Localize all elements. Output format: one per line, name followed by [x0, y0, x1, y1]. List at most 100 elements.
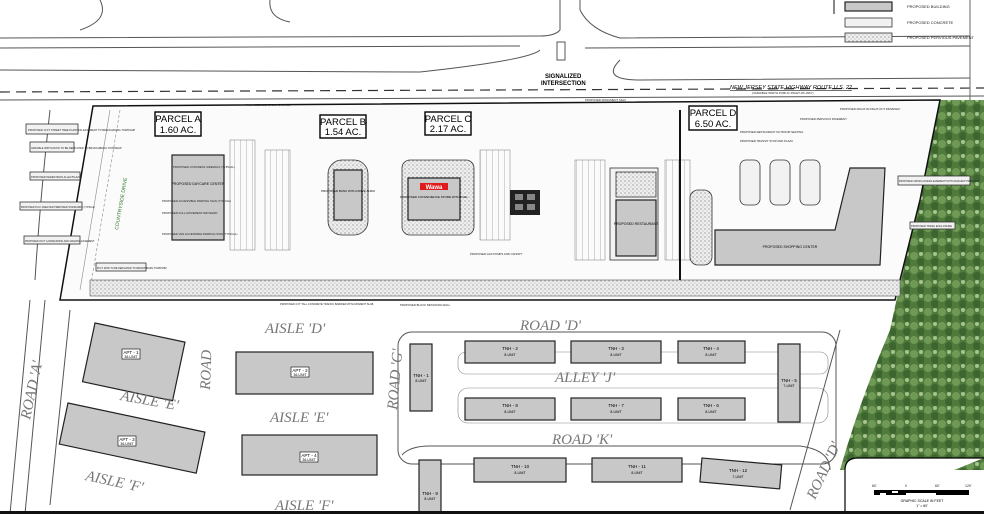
- apartment-apt-1: APT - 1 36-UNIT: [81, 322, 186, 402]
- scale-ratio: 1" = 60': [916, 504, 928, 508]
- label: TNH - 5: [781, 378, 797, 383]
- label: TNH - 1: [413, 373, 429, 378]
- callout-transit-stop: PROPOSED TRANSIT STOP AND PLAZA: [740, 139, 793, 143]
- legend-label-concrete: PROPOSED CONCRETE: [907, 20, 954, 25]
- callout-bioretention: PROPOSED BIORETENTION AREA: [245, 103, 291, 107]
- parcel-b-building: PROPOSED BANK WITH DRIVE-THRU: [321, 159, 375, 236]
- label: 8-UNIT: [705, 410, 717, 414]
- label: PROPOSED CONVENIENCE STORE WITH FUEL: [400, 195, 468, 199]
- label: 36-UNIT: [293, 373, 307, 377]
- wawa-building: Wawa PROPOSED CONVENIENCE STORE WITH FUE…: [400, 159, 475, 236]
- parcel-c-label: PARCEL C 2.17 AC.: [424, 111, 472, 136]
- townhouse-tnh-10: TNH - 108-UNIT: [473, 457, 567, 483]
- label: 8-UNIT: [504, 353, 516, 357]
- legend: PROPOSED BUILDING PROPOSED CONCRETE PROP…: [833, 0, 974, 43]
- signalized-intersection-label: SIGNALIZED: [545, 74, 582, 80]
- label: Wawa: [426, 185, 443, 191]
- legend-swatch-building: [844, 1, 893, 12]
- parcel-b-name: PARCEL B: [320, 117, 366, 128]
- road-g-label: ROAD 'G': [385, 347, 406, 411]
- callout-sidewalk: PROPOSED CONCRETE SIDEWALK (TYPICAL): [173, 165, 235, 169]
- aisle-f-label-1: AISLE 'F': [83, 468, 145, 496]
- signalized-intersection-label-2: INTERSECTION: [541, 81, 586, 87]
- label: PROPOSED DAYCARE CENTER: [172, 182, 225, 186]
- callout-traffic-barrier: PROPOSED 4 FT TALL CONCRETE TRAFFIC BARR…: [280, 302, 374, 306]
- route-22-label: NEW JERSEY STATE HIGHWAY ROUTE U.S. 22: [730, 85, 852, 91]
- callout-street-tree: PROPOSED 10 FT STREET TREE PLANTING EASE…: [28, 128, 136, 132]
- townhouse-tnh-4: TNH - 4 8-UNIT: [677, 340, 746, 364]
- wooded-area: [840, 100, 984, 470]
- label: 8-UNIT: [424, 497, 436, 501]
- restaurant-building: PROPOSED RESTAURANT: [609, 167, 659, 261]
- townhouse-tnh-7: TNH - 78-UNIT: [570, 397, 662, 421]
- townhouse-tnh-6: TNH - 68-UNIT: [677, 397, 746, 421]
- legend-swatch-pervious: [844, 32, 893, 43]
- apartment-apt-4: APT - 4 36-UNIT: [241, 434, 378, 476]
- callout-retaining-wall: PROPOSED BLOCK RETAINING WALL: [400, 303, 451, 307]
- townhouse-tnh-5: TNH - 57-UNIT: [777, 343, 801, 423]
- parcel-a-area: 1.60 AC.: [160, 125, 196, 136]
- label: 7-UNIT: [732, 475, 744, 479]
- scale-tick-60-left: 60': [872, 484, 877, 488]
- callout-pervious: PROPOSED PERVIOUS PAVEMENT: [800, 117, 847, 121]
- label: PROPOSED RESTAURANT: [614, 222, 659, 226]
- label: 36-UNIT: [120, 442, 134, 446]
- scale-title: GRAPHIC SCALE IN FEET: [901, 499, 945, 503]
- legend-label-building: PROPOSED BUILDING: [907, 4, 950, 9]
- label: 8-UNIT: [415, 379, 427, 383]
- townhouse-tnh-8: TNH - 88-UNIT: [464, 397, 556, 421]
- label: 8-UNIT: [631, 471, 643, 475]
- label: 8-UNIT: [705, 353, 717, 357]
- scale-tick-120: 120': [965, 484, 972, 488]
- label: TNH - 12: [729, 468, 748, 473]
- wawa-logo: [420, 183, 448, 190]
- label: 36-UNIT: [124, 355, 138, 359]
- townhouses: TNH - 18-UNIT TNH - 28-UNIT TNH - 38-UNI…: [409, 340, 801, 514]
- label: 7-UNIT: [783, 384, 795, 388]
- label: 8-UNIT: [610, 353, 622, 357]
- label: APT - 1: [123, 350, 139, 355]
- townhouse-tnh-2: TNH - 28-UNIT: [464, 340, 556, 364]
- road-k-label: ROAD 'K': [551, 432, 613, 448]
- label: TNH - 10: [511, 464, 530, 469]
- label: TNH - 9: [422, 491, 438, 496]
- graphic-scale: 60' 0 60' 120' GRAPHIC SCALE IN FEET 1" …: [844, 457, 984, 514]
- parcel-b-area: 1.54 AC.: [325, 127, 361, 138]
- parcel-c-area: 2.17 AC.: [430, 124, 466, 135]
- label: PROPOSED SHOPPING CENTER: [763, 245, 818, 249]
- label: 8-UNIT: [610, 410, 622, 414]
- legend-swatch-concrete: [844, 17, 893, 28]
- callout-60ft-row: 60 FT ROW TO BE DEDICATED TO BRANCHBURG …: [97, 267, 167, 270]
- callout-row-dedicated: VARIABLE WIDTH ROW TO BE DEDICATED TO BR…: [31, 146, 122, 150]
- label: APT - 3: [119, 437, 135, 442]
- townhouse-tnh-12: TNH - 12 7-UNIT: [699, 457, 783, 490]
- parcel-d-area: 6.50 AC.: [695, 119, 731, 130]
- label: APT - 4: [301, 453, 317, 458]
- townhouse-tnh-3: TNH - 38-UNIT: [570, 340, 662, 364]
- road-d-label: ROAD 'D': [519, 318, 582, 334]
- parcel-d-name: PARCEL D: [690, 108, 737, 119]
- daycare-building: PROPOSED DAYCARE CENTER: [171, 154, 225, 241]
- legend-label-pervious: PROPOSED PERVIOUS PAVEMENT: [907, 35, 974, 40]
- callout-trash: PROPOSED TRASH ENCLOSURE: [911, 224, 952, 228]
- aisle-f-label-2: AISLE 'F': [274, 498, 334, 514]
- apartment-apt-2: APT - 2 36-UNIT: [235, 351, 374, 395]
- scale-tick-60: 60': [935, 484, 940, 488]
- highway: SIGNALIZED INTERSECTION NEW JERSEY STATE…: [0, 0, 984, 110]
- callouts: PROPOSED 10 FT STREET TREE PLANTING EASE…: [19, 98, 980, 307]
- callout-outdoor-seating: PROPOSED RESTAURANT OUTDOOR SEATING: [740, 130, 803, 134]
- parcel-a-label: PARCEL A 1.60 AC.: [154, 111, 202, 137]
- aisle-e-label-2: AISLE 'E': [269, 410, 329, 426]
- callout-gas-pumps: PROPOSED GAS PUMPS AND CANOPY: [470, 252, 523, 256]
- label: 8-UNIT: [504, 410, 516, 414]
- alley-j-label: ALLEY 'J': [554, 370, 616, 386]
- callout-accessible-sign: PROPOSED ACCESSIBLE PARKING SIGN (TYPICA…: [162, 199, 231, 203]
- label: TNH - 4: [703, 346, 719, 351]
- callout-van-sign: PROPOSED VAN ACCESSIBLE PARKING SIGN (TY…: [162, 232, 237, 236]
- scale-tick-0: 0: [905, 484, 907, 488]
- callout-play-area: PROPOSED PLAY AREA PER PREPOSED STANDARD…: [21, 206, 95, 209]
- callout-ped-alley: PROPOSED PEDESTRIAN ALLEY/PLAZA: [31, 175, 81, 179]
- label: PROPOSED BANK WITH DRIVE-THRU: [321, 189, 375, 193]
- callout-monument-sign: PROPOSED MONUMENT SIGN: [585, 98, 626, 102]
